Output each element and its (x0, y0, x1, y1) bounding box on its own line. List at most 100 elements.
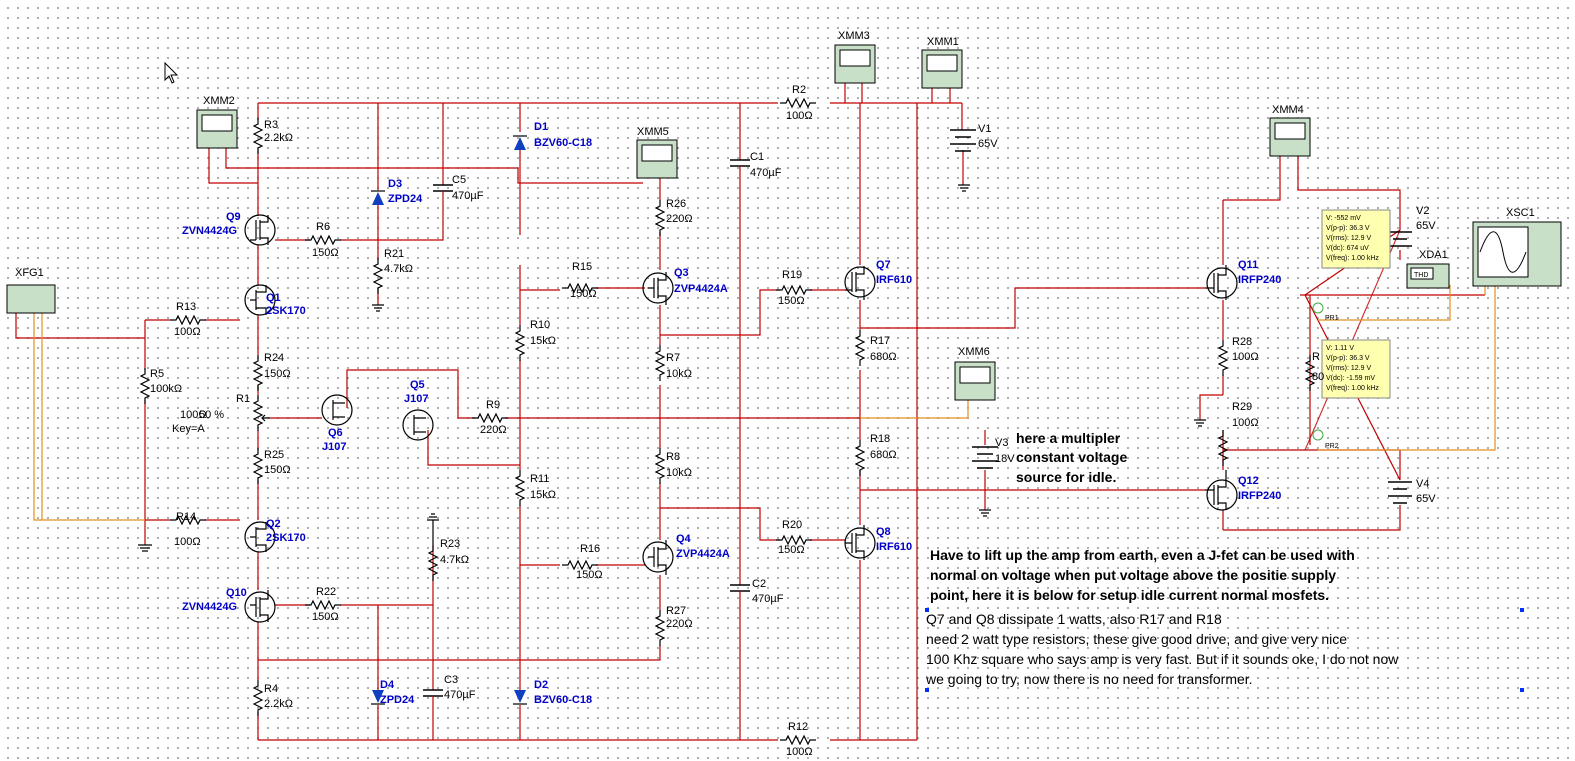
svg-text:IRFP240: IRFP240 (1238, 274, 1281, 286)
svg-text:R18: R18 (870, 433, 890, 445)
svg-text:150Ω: 150Ω (264, 368, 291, 380)
svg-text:150Ω: 150Ω (312, 611, 339, 623)
svg-text:R11: R11 (530, 473, 549, 485)
label-xmm6: XMM6 (958, 346, 990, 358)
svg-text:100 Khz square who says amp is: 100 Khz square who says amp is very fast… (926, 651, 1399, 667)
svg-text:100Ω: 100Ω (786, 746, 813, 758)
svg-text:IRFP240: IRFP240 (1238, 490, 1281, 502)
svg-text:Q4: Q4 (676, 533, 692, 545)
svg-text:ZVP4424A: ZVP4424A (674, 283, 728, 295)
label-xmm1: XMM1 (927, 36, 959, 48)
svg-text:PR2: PR2 (1325, 443, 1339, 450)
svg-text:4.7kΩ: 4.7kΩ (440, 554, 469, 566)
label-xmm4: XMM4 (1272, 104, 1304, 116)
svg-text:680Ω: 680Ω (870, 449, 897, 461)
wires (15, 83, 1485, 741)
transistors (244, 214, 1238, 623)
svg-text:R19: R19 (782, 269, 802, 281)
svg-text:65V: 65V (1416, 220, 1436, 232)
svg-text:65V: 65V (978, 138, 998, 150)
svg-text:150Ω: 150Ω (264, 464, 291, 476)
svg-text:BZV60-C18: BZV60-C18 (534, 137, 592, 149)
svg-text:R21: R21 (384, 248, 404, 260)
svg-text:R26: R26 (666, 198, 686, 210)
svg-text:220Ω: 220Ω (666, 213, 693, 225)
svg-text:Q2: Q2 (266, 518, 281, 530)
svg-text:R27: R27 (666, 605, 686, 617)
svg-text:V: 1.11 V: V: 1.11 V (1326, 345, 1354, 352)
svg-text:point, here it is below for se: point, here it is below for setup idle c… (930, 587, 1329, 603)
svg-text:10kΩ: 10kΩ (666, 467, 692, 479)
svg-text:100Ω: 100Ω (180, 409, 207, 421)
svg-text:V(freq): 1.00 kHz: V(freq): 1.00 kHz (1326, 255, 1379, 262)
diodes (371, 135, 527, 705)
svg-text:150Ω: 150Ω (778, 544, 805, 556)
svg-text:R25: R25 (264, 449, 284, 461)
component-labels: XMM2 XMM3 XMM1 XMM5 XMM4 XMM6 XFG1 XSC1 … (15, 30, 1535, 758)
svg-text:R22: R22 (316, 586, 336, 598)
svg-text:ZVP4424A: ZVP4424A (676, 548, 730, 560)
svg-text:18V: 18V (995, 453, 1015, 465)
label-xmm3: XMM3 (838, 30, 870, 42)
svg-text:150Ω: 150Ω (570, 288, 597, 300)
svg-text:D2: D2 (534, 679, 548, 691)
svg-text:source for idle.: source for idle. (1016, 469, 1116, 485)
svg-text:R9: R9 (486, 399, 500, 411)
svg-text:150Ω: 150Ω (312, 247, 339, 259)
svg-text:ZVN4424G: ZVN4424G (182, 601, 237, 613)
svg-text:R4: R4 (264, 683, 278, 695)
svg-text:R3: R3 (264, 119, 278, 131)
svg-text:15kΩ: 15kΩ (530, 489, 556, 501)
svg-text:IRF610: IRF610 (876, 541, 912, 553)
probe2-readout: V: 1.11 V V(p-p): 36.3 V V(rms): 12.9 V … (1326, 345, 1379, 392)
svg-text:C3: C3 (444, 674, 458, 686)
svg-text:R8: R8 (666, 451, 680, 463)
svg-text:ZVN4424G: ZVN4424G (182, 225, 237, 237)
svg-text:V2: V2 (1416, 205, 1429, 217)
svg-text:100Ω: 100Ω (1232, 351, 1259, 363)
probe-wires (33, 285, 1496, 521)
svg-text:15kΩ: 15kΩ (530, 335, 556, 347)
svg-text:V(dc): 674 uV: V(dc): 674 uV (1326, 245, 1369, 252)
svg-text:100kΩ: 100kΩ (150, 383, 182, 395)
svg-text:V(freq): 1.00 kHz: V(freq): 1.00 kHz (1326, 385, 1379, 392)
probe1-readout: V: -552 mV V(p-p): 36.3 V V(rms): 12.9 V… (1326, 215, 1379, 262)
svg-text:2.2kΩ: 2.2kΩ (264, 132, 293, 144)
svg-text:470µF: 470µF (752, 593, 784, 605)
svg-text:100Ω: 100Ω (786, 110, 813, 122)
svg-text:J107: J107 (404, 393, 428, 405)
label-xmm5: XMM5 (637, 126, 669, 138)
svg-text:2.2kΩ: 2.2kΩ (264, 698, 293, 710)
svg-text:ZPD24: ZPD24 (380, 694, 415, 706)
svg-text:Q9: Q9 (226, 211, 241, 223)
svg-text:R6: R6 (316, 221, 330, 233)
svg-text:BZV60-C18: BZV60-C18 (534, 694, 592, 706)
svg-text:V3: V3 (995, 437, 1008, 449)
svg-text:V(p-p): 36.3 V: V(p-p): 36.3 V (1326, 225, 1370, 232)
label-xda1: XDA1 (1419, 249, 1448, 261)
svg-text:150Ω: 150Ω (778, 295, 805, 307)
svg-text:V(rms): 12.9 V: V(rms): 12.9 V (1326, 235, 1371, 242)
svg-text:R2: R2 (792, 84, 806, 96)
svg-text:2SK170: 2SK170 (266, 532, 306, 544)
svg-text:4.7kΩ: 4.7kΩ (384, 263, 413, 275)
annotation-main: Have to lift up the amp from earth, even… (930, 547, 1355, 603)
svg-text:2SK170: 2SK170 (266, 305, 306, 317)
svg-text:D1: D1 (534, 121, 548, 133)
svg-text:R10: R10 (530, 319, 550, 331)
sources (138, 129, 1412, 552)
svg-text:J107: J107 (322, 441, 346, 453)
svg-text:we going to try, now there is: we going to try, now there is no need fo… (925, 671, 1253, 687)
svg-text:V1: V1 (978, 123, 991, 135)
svg-text:V4: V4 (1416, 478, 1429, 490)
svg-text:Q10: Q10 (226, 587, 247, 599)
svg-text:C5: C5 (452, 174, 466, 186)
svg-text:V(dc): -1.59 mV: V(dc): -1.59 mV (1326, 375, 1375, 382)
svg-text:D3: D3 (388, 178, 402, 190)
svg-text:R13: R13 (176, 301, 196, 313)
svg-text:V: -552 mV: V: -552 mV (1326, 215, 1361, 222)
svg-text:10kΩ: 10kΩ (666, 368, 692, 380)
svg-text:R28: R28 (1232, 336, 1252, 348)
